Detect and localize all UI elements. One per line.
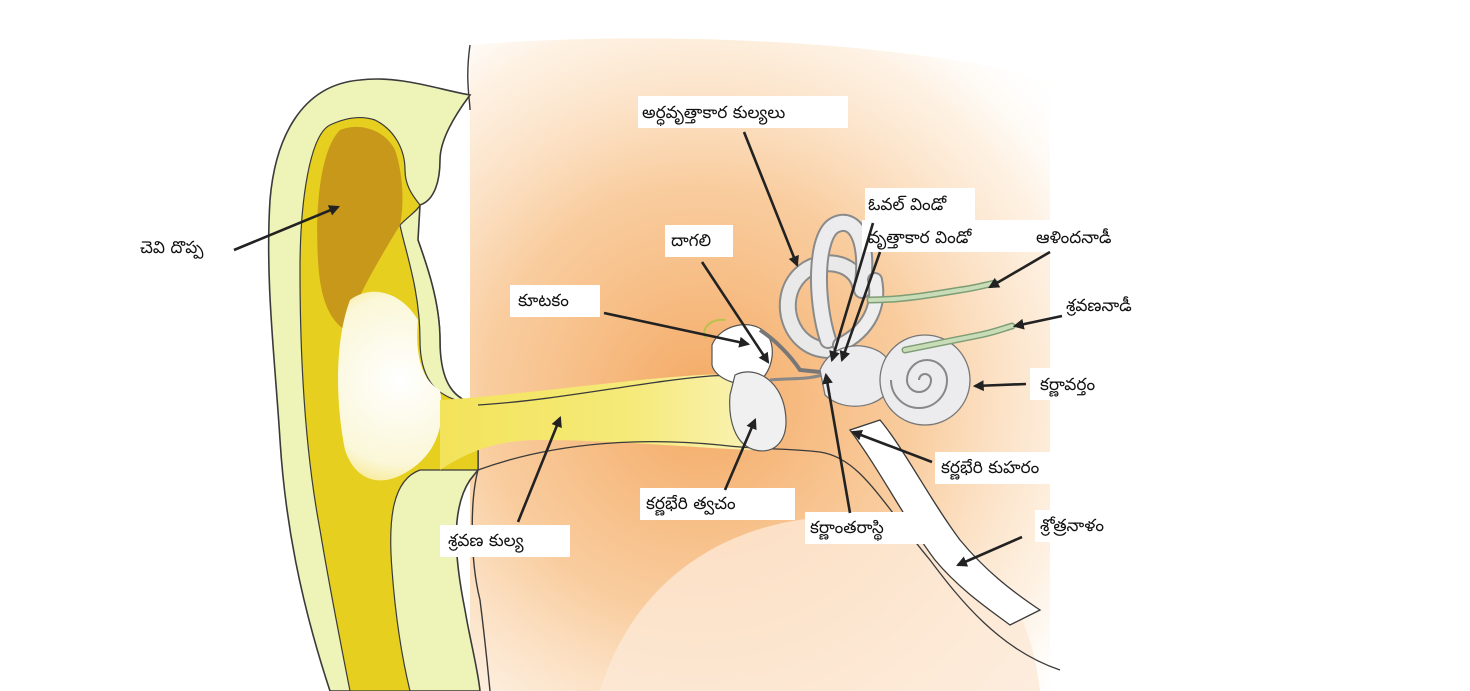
label-cochlear-nerve: శ్రవణనాడీ [1066, 296, 1132, 316]
label-eustachian-tube: శ్రోత్రనాళం [1040, 516, 1104, 536]
label-semicircular-canals: అర్ధవృత్తాకార కుల్యలు [642, 103, 785, 126]
label-stapes: కర్ణాంతరాస్థి [810, 518, 884, 541]
label-vestibular-nerve: ఆళిందనాడీ [1036, 228, 1112, 248]
label-malleus: కూటకం [518, 291, 569, 311]
label-eardrum: కర్ణభేరి త్వచం [646, 494, 736, 516]
label-incus: దాగలి [671, 231, 711, 251]
label-round-window: వృత్తాకార విండో [868, 228, 973, 250]
label-oval-window: ఓవల్ విండో [868, 195, 948, 215]
label-tympanic-cavity: కర్ణభేరి కుహరం [941, 458, 1040, 480]
label-cochlea: కర్ణావర్తం [1040, 375, 1095, 397]
label-pinna: చెవి దొప్ప [140, 238, 204, 259]
label-ear-canal: శ్రవణ కుల్య [448, 531, 524, 553]
pinna [269, 79, 480, 691]
